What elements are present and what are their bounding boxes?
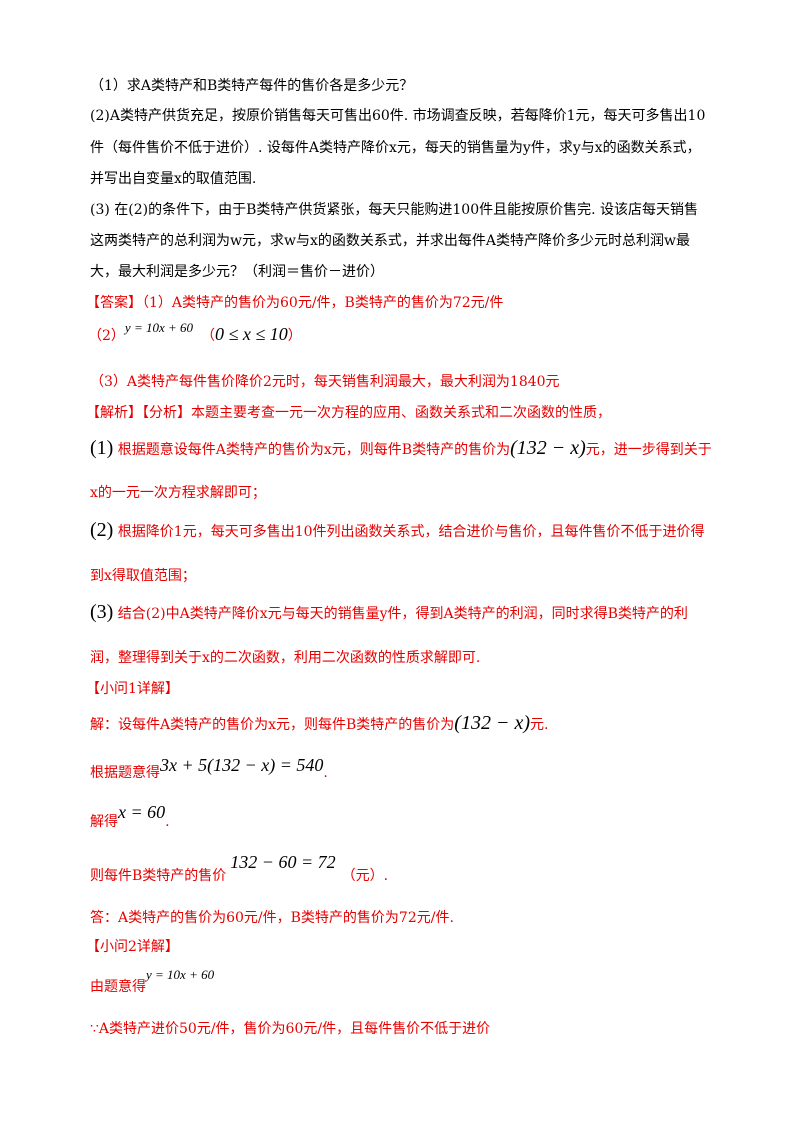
step1-tail: 元，进一步得到关于 xyxy=(585,442,712,458)
question-part1: （1）求A类特产和B类特产每件的售价各是多少元？ xyxy=(90,78,414,94)
detail1-calculation: 132 − 60 = 72 xyxy=(230,852,336,872)
answer-part2-paren-open: （ xyxy=(201,328,216,344)
detail1-line3-tail: . xyxy=(165,814,170,830)
question-part3-line1: (3) 在(2)的条件下，由于B类特产供货紧张，每天只能购进100件且能按原价售… xyxy=(90,202,699,218)
answer-part2-paren-close: ） xyxy=(287,328,302,344)
detail1-line2-text: 根据题意得 xyxy=(90,765,160,781)
step3-number: (3) xyxy=(90,601,114,623)
question-part3-line2: 这两类特产的总利润为w元，求w与x的函数关系式，并求出每件A类特产降价多少元时总… xyxy=(90,233,690,249)
question-part2-line1: (2)A类特产供货充足，按原价销售每天可售出60件. 市场调查反映，若每降价1元… xyxy=(90,108,706,124)
detail1-line3-text: 解得 xyxy=(90,814,118,830)
question-part3-line3: 大，最大利润是多少元？（利润＝售价－进价） xyxy=(90,264,384,280)
detail1-solution: x = 60 xyxy=(118,802,166,822)
detail2-line2: ∵A类特产进价50元/件，售价为60元/件，且每件售价不低于进价 xyxy=(90,1021,491,1037)
answer-part2-equation: y = 10x + 60 xyxy=(124,320,194,335)
detail1-conclusion: 答：A类特产的售价为60元/件，B类特产的售价为72元/件. xyxy=(90,910,454,926)
analysis-step2: (2) 根据降价1元，每天可多售出10件列出函数关系式，结合进价与售价，且每件售… xyxy=(90,520,705,542)
detail1-line3: 解得x = 60. xyxy=(90,802,170,832)
step2-text: 根据降价1元，每天可多售出10件列出函数关系式，结合进价与售价，且每件售价不低于… xyxy=(117,524,705,540)
detail1-line1-tail: 元. xyxy=(530,717,549,733)
detail2-line1-text: 由题意得 xyxy=(90,979,146,995)
answer-part2: （2）y = 10x + 60 （0 ≤ x ≤ 10） xyxy=(88,320,302,346)
answer-line3: （3）A类特产每件售价降价2元时，每天销售利润最大，最大利润为1840元 xyxy=(90,374,560,390)
detail1-line1-text: 解：设每件A类特产的售价为x元，则每件B类特产的售价为 xyxy=(90,717,455,733)
detail2-line1: 由题意得y = 10x + 60 xyxy=(90,967,214,997)
detail1-heading: 【小问1详解】 xyxy=(86,681,179,697)
detail1-line4-text: 则每件B类特产的售价 xyxy=(90,868,227,884)
answer-part2-range: 0 ≤ x ≤ 10 xyxy=(215,324,288,344)
detail1-line4: 则每件B类特产的售价132 − 60 = 72 （元）. xyxy=(90,852,389,886)
step1-number: (1) xyxy=(90,437,114,459)
step1-text: 根据题意设每件A类特产的售价为x元，则每件B类特产的售价为 xyxy=(117,442,511,458)
detail1-line2: 根据题意得3x + 5(132 − x) = 540. xyxy=(90,755,328,783)
analysis-step3: (3) 结合(2)中A类特产降价x元与每天的销售量y件，得到A类特产的利润，同时… xyxy=(90,602,688,624)
detail1-line4-tail: （元）. xyxy=(341,868,389,884)
answer-part2-label: （2） xyxy=(88,328,125,344)
analysis-step1-line2: x的一元一次方程求解即可； xyxy=(90,485,266,501)
detail1-line2-tail: . xyxy=(323,765,328,781)
answer-line1: 【答案】（1）A类特产的售价为60元/件，B类特产的售价为72元/件 xyxy=(86,295,504,311)
detail1-line1-expression: (132 − x) xyxy=(454,712,530,734)
step3-text: 结合(2)中A类特产降价x元与每天的销售量y件，得到A类特产的利润，同时求得B类… xyxy=(117,606,688,622)
step1-expression: (132 − x) xyxy=(510,437,586,459)
detail1-line1: 解：设每件A类特产的售价为x元，则每件B类特产的售价为(132 − x)元. xyxy=(90,713,548,735)
detail1-equation: 3x + 5(132 − x) = 540 xyxy=(160,755,324,775)
analysis-step1: (1) 根据题意设每件A类特产的售价为x元，则每件B类特产的售价为(132 − … xyxy=(90,438,712,460)
question-part2-line2: 件（每件售价不低于进价）. 设每件A类特产降价x元，每天的销售量为y件，求y与x… xyxy=(90,140,701,156)
step2-number: (2) xyxy=(90,519,114,541)
detail2-equation: y = 10x + 60 xyxy=(146,967,215,982)
detail2-heading: 【小问2详解】 xyxy=(86,939,179,955)
analysis-step2-line2: 到x得取值范围； xyxy=(90,568,196,584)
question-part2-line3: 并写出自变量x的取值范围. xyxy=(90,171,257,187)
analysis-step3-line2: 润，整理得到关于x的二次函数，利用二次函数的性质求解即可. xyxy=(90,650,481,666)
analysis-heading: 【解析】【分析】本题主要考查一元一次方程的应用、函数关系式和二次函数的性质， xyxy=(86,405,611,421)
